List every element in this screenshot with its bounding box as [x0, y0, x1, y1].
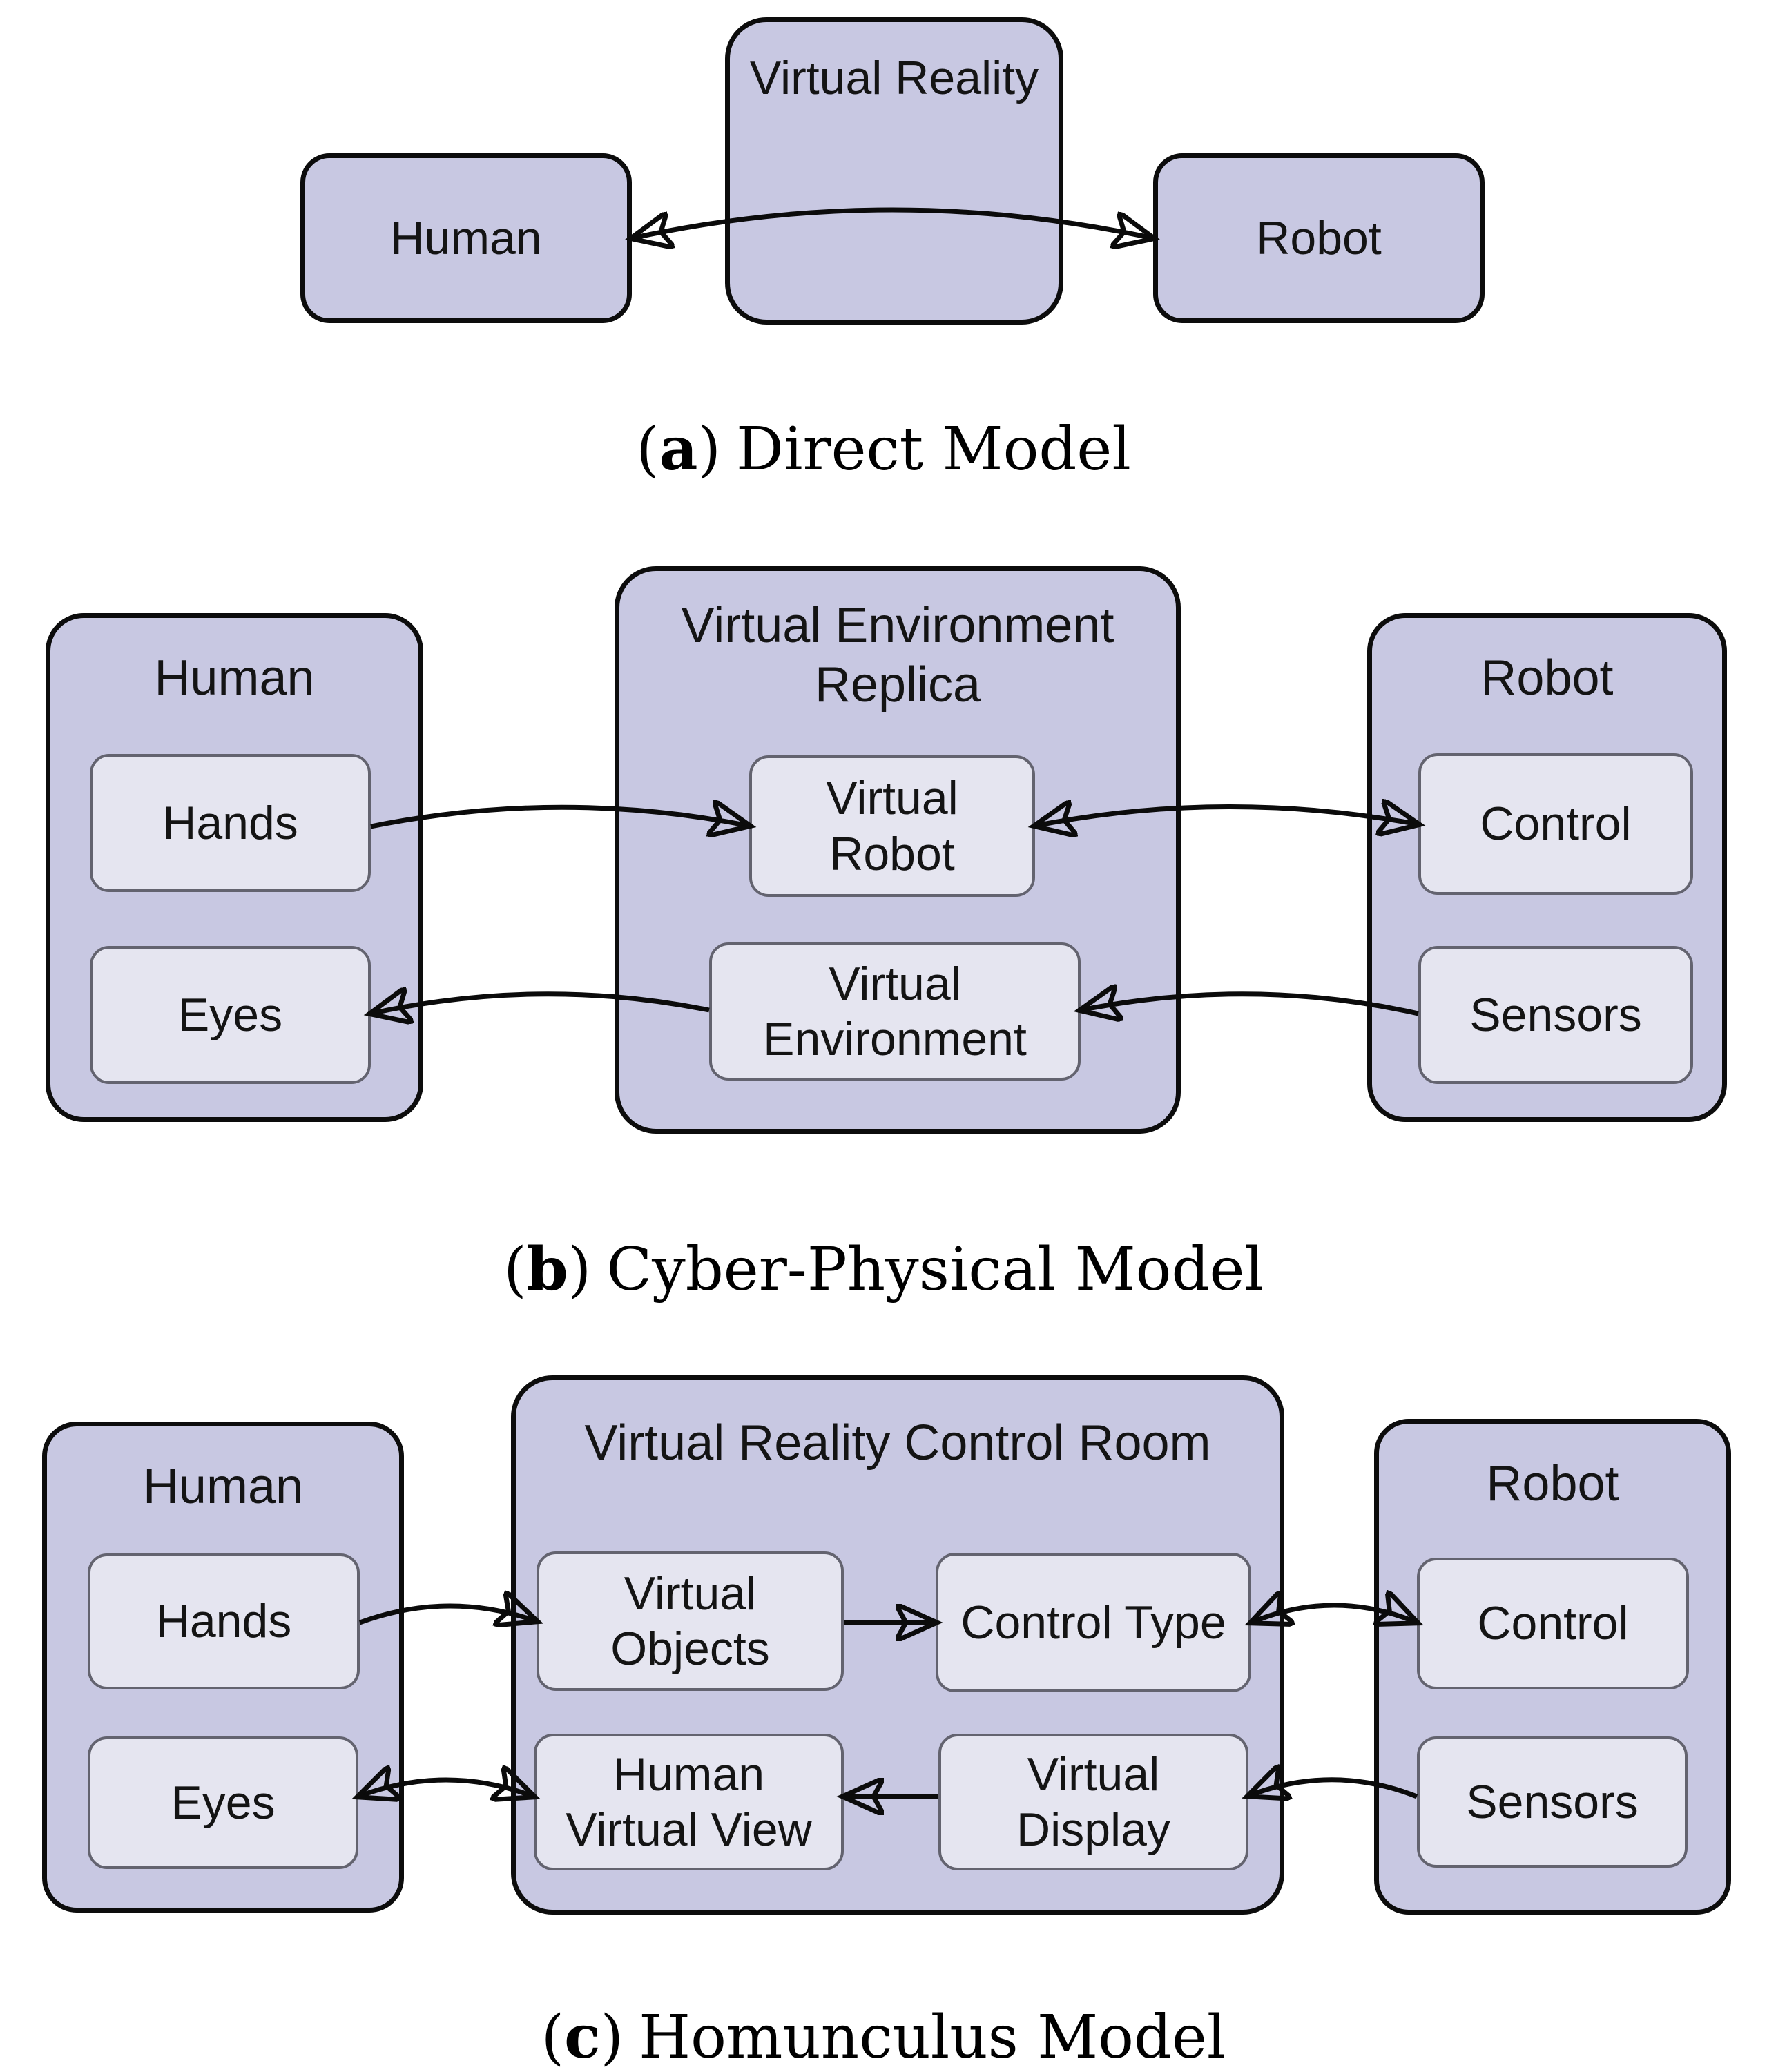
panel-b-sensors-box: Sensors — [1418, 946, 1693, 1084]
panel-a-robot-label: Robot — [1256, 212, 1382, 264]
panel-b-human-title: Human — [154, 650, 315, 706]
panel-a-caption: (a)Direct Model — [636, 414, 1131, 484]
panel-b-virtual-robot-box: Virtual Robot — [749, 755, 1035, 897]
panel-b-virtual-environment-box: Virtual Environment — [709, 942, 1081, 1081]
panel-b-eyes-box: Eyes — [90, 946, 371, 1084]
panel-c-caption-title: Homunculus Model — [639, 2003, 1226, 2072]
panel-a-virtual-reality-box: Virtual Reality — [725, 17, 1063, 325]
panel-c-caption-letter: c — [564, 2002, 601, 2072]
panel-a-caption-title: Direct Model — [736, 415, 1131, 484]
panel-c-virtual-display-box: Virtual Display — [938, 1734, 1248, 1870]
panel-b-hands-box: Hands — [90, 754, 371, 892]
panel-c-eyes-box: Eyes — [88, 1736, 358, 1869]
panel-b-robot-title: Robot — [1480, 650, 1614, 706]
panel-c-sensors-box: Sensors — [1417, 1736, 1688, 1868]
panel-a-human-box: Human — [300, 153, 632, 323]
panel-c-human-virtual-view-box: Human Virtual View — [534, 1734, 844, 1870]
panel-b-center-title: Virtual Environment Replica — [681, 598, 1114, 713]
panel-a-robot-box: Robot — [1153, 153, 1485, 323]
panel-b-caption-letter: b — [526, 1235, 568, 1304]
panel-a-caption-letter: a — [659, 414, 698, 484]
panel-a-human-label: Human — [390, 212, 542, 264]
panel-b-caption: (b)Cyber-Physical Model — [503, 1235, 1264, 1304]
panel-c-virtual-objects-box: Virtual Objects — [537, 1551, 844, 1691]
panel-c-hands-box: Hands — [88, 1553, 360, 1689]
panel-c-robot-title: Robot — [1486, 1456, 1619, 1511]
panel-c-caption: (c)Homunculus Model — [541, 2002, 1226, 2072]
panel-c-human-title: Human — [142, 1459, 304, 1514]
panel-b-caption-title: Cyber-Physical Model — [606, 1235, 1264, 1304]
panel-c-center-title: Virtual Reality Control Room — [584, 1415, 1211, 1471]
panel-c-control-box: Control — [1417, 1558, 1689, 1689]
panel-a-virtual-reality-label: Virtual Reality — [749, 52, 1039, 104]
panel-c-control-type-box: Control Type — [936, 1553, 1251, 1692]
panel-b-control-box: Control — [1418, 753, 1693, 895]
